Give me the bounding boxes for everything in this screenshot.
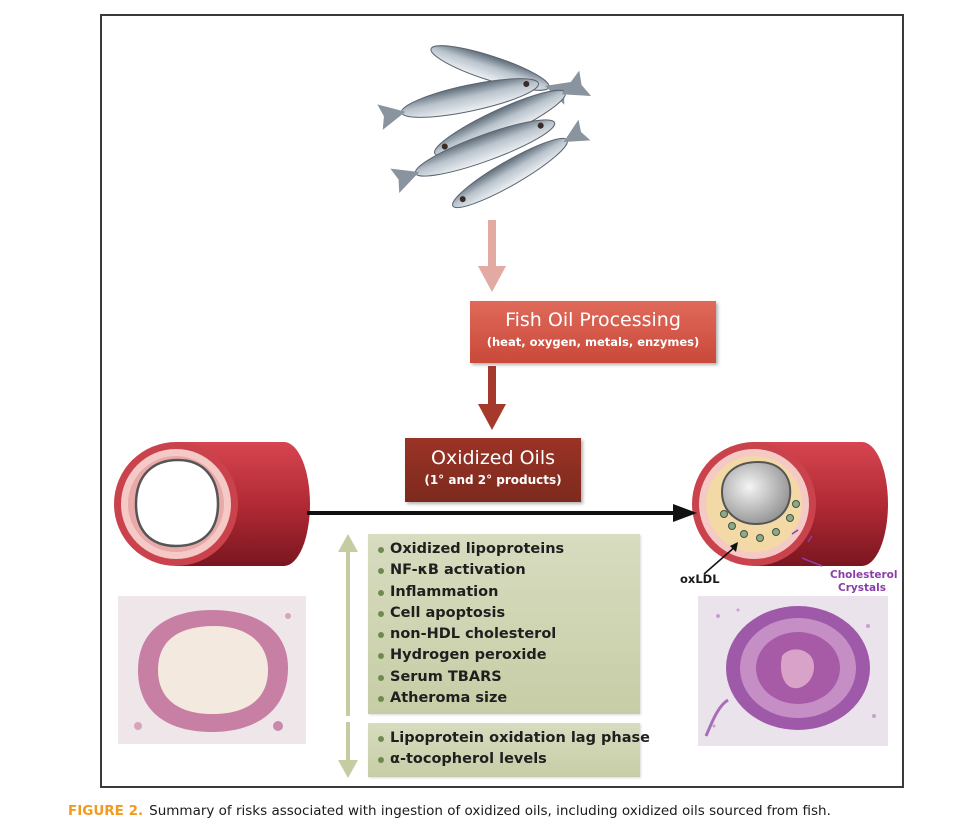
- increased-effect-item: Hydrogen peroxide: [368, 645, 640, 666]
- cholesterol-crystals-label: Cholesterol Crystals: [830, 569, 898, 594]
- increased-effect-item: Oxidized lipoproteins: [368, 539, 640, 560]
- increased-effect-item: Atheroma size: [368, 688, 640, 709]
- fish-3: [434, 70, 592, 157]
- diseased-artery-illustration: [692, 442, 888, 566]
- arrow-down-dark: [478, 366, 506, 430]
- healthy-artery-histology: [118, 596, 306, 744]
- process-subtitle: (heat, oxygen, metals, enzymes): [486, 335, 700, 349]
- oxidized-oils-box: Oxidized Oils (1° and 2° products): [405, 438, 581, 502]
- oxldl-label: oxLDL: [680, 572, 720, 586]
- increased-effect-item: Serum TBARS: [368, 667, 640, 688]
- oxidized-subtitle: (1° and 2° products): [424, 473, 562, 487]
- decreased-effect-item: α-tocopherol levels: [368, 749, 640, 770]
- process-title: Fish Oil Processing: [505, 309, 681, 331]
- fish-2: [377, 78, 540, 130]
- figure-caption: FIGURE 2. Summary of risks associated wit…: [68, 803, 831, 819]
- caption-text: Summary of risks associated with ingesti…: [149, 803, 831, 819]
- fish-pile-illustration: [377, 45, 592, 209]
- healthy-artery-illustration: [114, 442, 310, 566]
- oxldl-particles: [720, 500, 800, 542]
- decreased-effect-item: Lipoprotein oxidation lag phase: [368, 728, 650, 749]
- increased-effect-item: non-HDL cholesterol: [368, 624, 640, 645]
- figure-frame: Fish Oil Processing (heat, oxygen, metal…: [100, 14, 904, 788]
- fish-5: [452, 119, 591, 209]
- arrow-down-light: [478, 220, 506, 292]
- increased-effect-item: Cell apoptosis: [368, 603, 640, 624]
- cholesterol-crystal-marks: [791, 529, 813, 543]
- fish-4: [390, 119, 556, 194]
- increased-effect-item: NF-κB activation: [368, 560, 640, 581]
- oxidized-title: Oxidized Oils: [431, 447, 555, 469]
- fish-oil-processing-box: Fish Oil Processing (heat, oxygen, metal…: [470, 301, 716, 363]
- increased-effect-item: Inflammation: [368, 582, 640, 603]
- increase-arrow-up: [338, 534, 358, 716]
- diseased-artery-histology: [698, 596, 888, 746]
- decrease-arrow-down: [338, 722, 358, 778]
- arrow-right: [307, 504, 697, 522]
- artery-label-pointers: [703, 542, 823, 575]
- caption-label: FIGURE 2.: [68, 803, 144, 819]
